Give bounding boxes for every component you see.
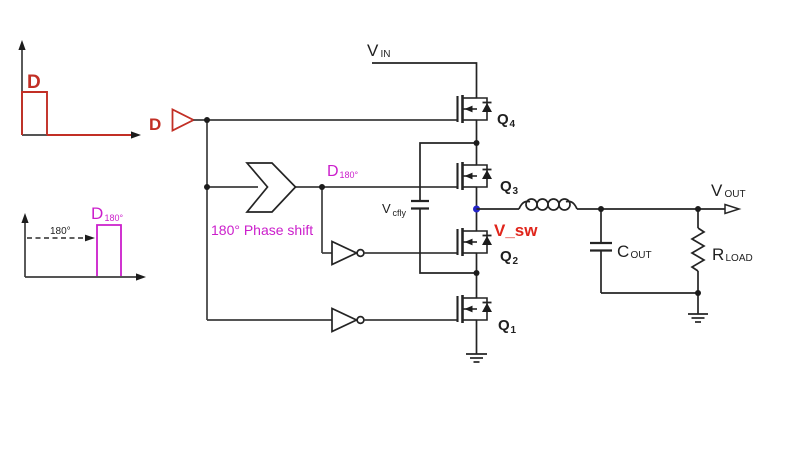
y-axis-arrow-icon (18, 40, 26, 50)
resistor-zigzag-icon (690, 227, 706, 272)
power-stage: V IN V cfly Q 4 Q 3 (367, 41, 538, 363)
mosfet-q1 (456, 293, 494, 325)
q2-label-sub: 2 (513, 256, 519, 267)
rload-label: R (712, 245, 724, 264)
inductor-icon (518, 198, 578, 211)
d180-pulse (96, 224, 122, 276)
vcfly-label-sub: cfly (393, 208, 407, 218)
cout-label-sub: OUT (631, 250, 652, 261)
ground-icon (688, 313, 708, 323)
inverter1-bubble-icon (356, 248, 365, 258)
output-filter: V OUT C OUT R LOAD (476, 181, 753, 323)
inverter2-icon (331, 307, 359, 333)
mosfet-q2 (456, 226, 494, 258)
d180-pulse-label-sub: 180° (105, 213, 124, 223)
junction-node (204, 117, 210, 123)
x-axis-arrow-icon (136, 273, 146, 281)
q3-label: Q (500, 178, 512, 195)
vout-label-sub: OUT (725, 189, 746, 200)
junction-node (598, 206, 604, 212)
q2-label: Q (500, 248, 512, 265)
junction-node (695, 290, 701, 296)
junction-node (473, 270, 480, 276)
buffer-input-label: D (149, 115, 161, 134)
d180-net-label: D (327, 163, 339, 180)
mosfet-q3 (456, 160, 494, 192)
flying-capacitor: V cfly (382, 142, 477, 274)
junction-node (319, 184, 325, 190)
output-capacitor: C OUT (590, 209, 652, 293)
cfly-top-wire (419, 142, 477, 201)
vout-arrow-icon (724, 203, 742, 215)
junction-node (695, 206, 701, 212)
d180-net-label-sub: 180° (340, 170, 359, 180)
gate-drive-network: D 180° Phase shift D 180° (149, 108, 457, 333)
rload-label-sub: LOAD (726, 253, 753, 264)
d180-pulse-label: D (91, 204, 103, 223)
mosfet-q4 (456, 93, 494, 125)
vin-label-sub: IN (381, 49, 391, 60)
waveform-d: D (18, 40, 141, 139)
vin-wire (372, 62, 478, 98)
x-axis-arrow-icon (131, 131, 141, 139)
phase-shift-block-icon (245, 162, 297, 213)
vout-label: V (711, 181, 723, 200)
waveform-d180: 180° D 180° (21, 204, 146, 281)
vcfly-label: V (382, 201, 391, 216)
q3-label-sub: 3 (513, 186, 519, 197)
cfly-bottom-wire (419, 208, 477, 274)
q1-label: Q (498, 317, 510, 334)
inverter2-bubble-icon (356, 315, 365, 325)
buffer-icon (171, 108, 196, 132)
junction-node (204, 184, 210, 190)
ground-icon (466, 353, 487, 363)
q4-label-sub: 4 (510, 119, 516, 130)
phase-delay-value: 180° (50, 226, 71, 237)
junction-node (473, 140, 480, 146)
phase-shift-caption: 180° Phase shift (211, 222, 313, 238)
q4-label: Q (497, 111, 509, 128)
y-axis-arrow-icon (21, 213, 29, 223)
load-resistor: R LOAD (690, 209, 753, 293)
vin-label: V (367, 41, 379, 60)
cout-label: C (617, 242, 629, 261)
d-pulse-label: D (27, 72, 41, 93)
d-pulse (21, 91, 48, 135)
phase-delay-arrowhead-icon (85, 234, 95, 242)
vsw-label: V_sw (494, 221, 538, 240)
inverter1-icon (331, 240, 359, 266)
q1-label-sub: 1 (511, 325, 517, 336)
